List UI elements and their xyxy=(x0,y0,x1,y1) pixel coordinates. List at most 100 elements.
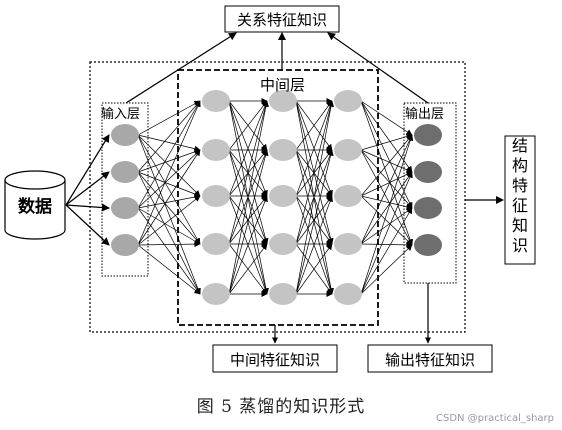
connection-edge xyxy=(137,241,201,248)
hidden-knowledge-label: 中间特征知识 xyxy=(230,351,320,369)
input-node xyxy=(111,124,139,146)
connection-edge xyxy=(228,100,269,295)
output-knowledge-box xyxy=(367,344,493,373)
input-node xyxy=(111,197,139,219)
data-to-input-arrows xyxy=(65,134,110,246)
data-arrow xyxy=(65,171,110,206)
data-arrow xyxy=(65,204,110,246)
connection-edge xyxy=(295,195,333,295)
hidden-1-node xyxy=(202,185,230,207)
output-node xyxy=(414,234,442,256)
connection-edge xyxy=(360,134,413,197)
connection-edge xyxy=(360,149,413,209)
connection-edge xyxy=(360,207,413,295)
structure-knowledge-label: 结构特征知识 xyxy=(512,136,528,255)
connection-edge xyxy=(295,195,333,245)
watermark: CSDN @practical_sharp xyxy=(435,413,554,424)
input-node xyxy=(111,161,139,183)
output-knowledge-label: 输出特征知识 xyxy=(385,351,475,369)
connection-edge xyxy=(137,100,201,246)
hidden-1-node xyxy=(202,90,230,112)
connection-edge xyxy=(360,134,414,295)
connection-edge xyxy=(295,100,334,295)
connection-edge xyxy=(360,149,413,173)
hidden-3-node xyxy=(334,139,362,161)
connection-edge xyxy=(137,171,201,245)
connection-edge xyxy=(137,207,201,245)
connection-edge xyxy=(360,171,413,245)
connection-edge xyxy=(137,134,201,197)
connection-edge xyxy=(137,100,201,173)
connection-edge xyxy=(137,100,201,136)
connection-edge xyxy=(360,134,413,245)
connection-edge xyxy=(295,100,333,197)
input-layer-frame xyxy=(101,102,149,277)
network-connections xyxy=(137,98,414,297)
connection-edge xyxy=(295,100,334,245)
connection-edge xyxy=(360,195,413,246)
input-node xyxy=(111,234,139,256)
structure-knowledge-char: 识 xyxy=(512,236,528,255)
data-label: 数据 xyxy=(18,196,52,217)
connection-edge xyxy=(228,243,268,295)
connection-edge xyxy=(295,243,333,295)
connection-edge xyxy=(228,149,269,295)
connection-edge xyxy=(360,171,413,295)
hidden-2-node xyxy=(269,90,297,112)
hidden-layer-label: 中间层 xyxy=(260,76,305,94)
hidden-1-node xyxy=(202,139,230,161)
structure-knowledge-box xyxy=(504,135,536,265)
output-node xyxy=(414,161,442,183)
structure-knowledge-char: 结 xyxy=(512,136,528,155)
network-outer-frame xyxy=(89,61,466,333)
connection-edge xyxy=(137,207,201,295)
structure-knowledge-char: 特 xyxy=(512,176,528,195)
output-layer-label: 输出层 xyxy=(405,106,444,122)
hidden-3-node xyxy=(334,90,362,112)
connection-edge xyxy=(137,100,201,209)
connection-edge xyxy=(295,149,334,295)
connection-edge xyxy=(228,100,269,245)
connection-edge xyxy=(137,134,201,152)
hidden-1-node xyxy=(202,283,230,305)
data-cylinder xyxy=(4,170,66,240)
connection-edge xyxy=(295,100,333,151)
connection-edge xyxy=(360,195,413,210)
hidden-3-node xyxy=(334,283,362,305)
connection-edge xyxy=(137,149,201,209)
connection-edge xyxy=(137,171,201,295)
connection-edge xyxy=(228,100,268,151)
connection-edge xyxy=(360,241,413,248)
connection-edge xyxy=(228,195,268,295)
output-node xyxy=(414,197,442,219)
connection-edge xyxy=(228,195,268,245)
connection-edge xyxy=(228,100,268,197)
hidden-3-node xyxy=(334,233,362,255)
structure-knowledge-char: 知 xyxy=(512,216,528,235)
hidden-knowledge-box xyxy=(212,344,338,373)
connection-edge xyxy=(360,100,413,136)
structure-knowledge-char: 构 xyxy=(512,156,528,175)
hidden-2-node xyxy=(269,139,297,161)
input-layer-label: 输入层 xyxy=(101,106,140,122)
connection-edge xyxy=(137,194,201,209)
connection-edge xyxy=(360,100,413,173)
data-arrow xyxy=(65,134,110,206)
structure-knowledge-char: 征 xyxy=(512,196,528,215)
hidden-2-node xyxy=(269,185,297,207)
relation-knowledge-label: 关系特征知识 xyxy=(237,11,327,29)
connection-edge xyxy=(360,133,413,151)
hidden-3-node xyxy=(334,185,362,207)
connection-edge xyxy=(137,134,201,295)
connection-edge xyxy=(137,244,201,295)
arrow-output-to-relation xyxy=(327,32,429,104)
arrow-input-to-relation xyxy=(125,32,237,104)
connection-edge xyxy=(137,134,201,245)
connection-edge xyxy=(137,171,201,197)
connection-edge xyxy=(137,195,201,246)
hidden-2-node xyxy=(269,233,297,255)
hidden-2-node xyxy=(269,283,297,305)
data-arrow xyxy=(65,203,110,212)
connection-edge xyxy=(360,149,413,246)
